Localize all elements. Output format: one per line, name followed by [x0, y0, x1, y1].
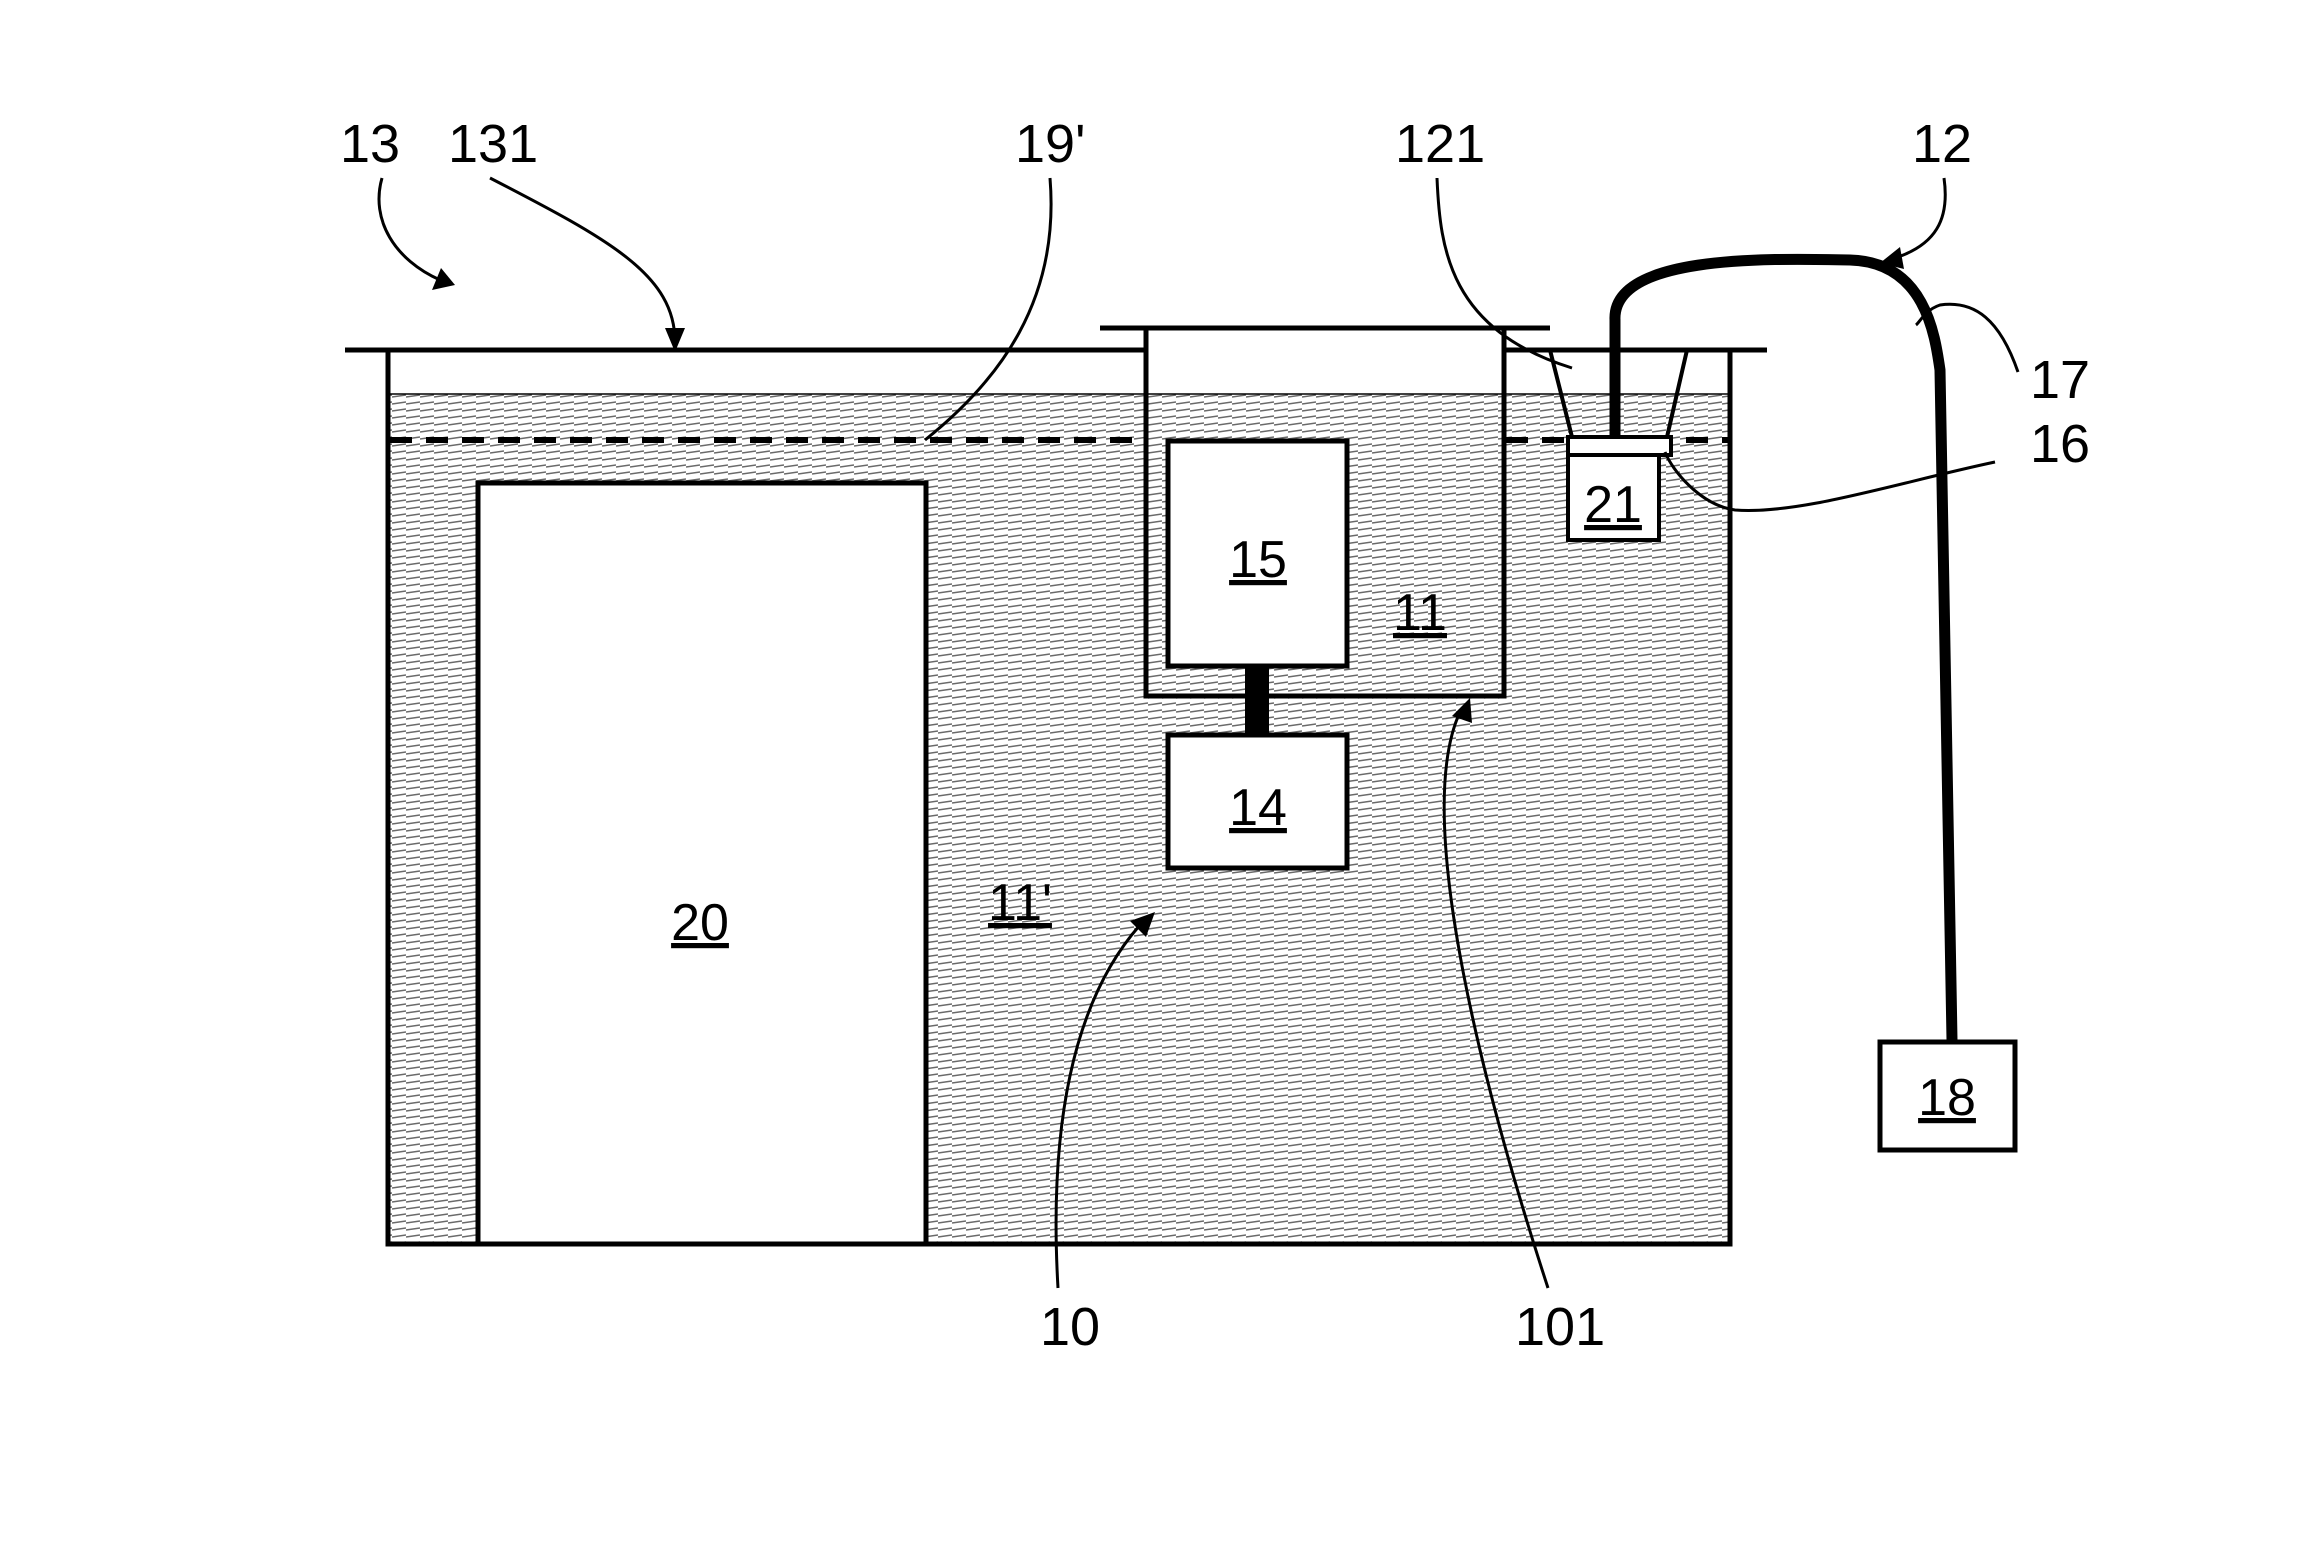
leader-13 [379, 178, 440, 280]
leader-131 [490, 178, 675, 342]
label-121: 121 [1395, 114, 1485, 174]
label-11: 11 [1393, 584, 1447, 642]
label-18: 18 [1918, 1069, 1976, 1127]
label-17: 17 [2030, 350, 2090, 410]
label-101: 101 [1515, 1297, 1605, 1357]
label-14: 14 [1229, 779, 1287, 837]
shaft-connector [1245, 666, 1269, 735]
label-131: 131 [448, 114, 538, 174]
leader-12 [1895, 178, 1945, 258]
label-12: 12 [1912, 114, 1972, 174]
label-10: 10 [1040, 1297, 1100, 1357]
label-20: 20 [671, 894, 729, 952]
inner-vessel-top-gap [1147, 331, 1503, 394]
label-19p: 19' [1015, 114, 1085, 174]
label-11p: 11' [988, 874, 1052, 932]
component-20 [478, 483, 926, 1244]
label-15: 15 [1229, 531, 1287, 589]
label-16: 16 [2030, 414, 2090, 474]
label-13: 13 [340, 114, 400, 174]
label-21: 21 [1584, 476, 1642, 534]
float-16 [1568, 437, 1671, 455]
